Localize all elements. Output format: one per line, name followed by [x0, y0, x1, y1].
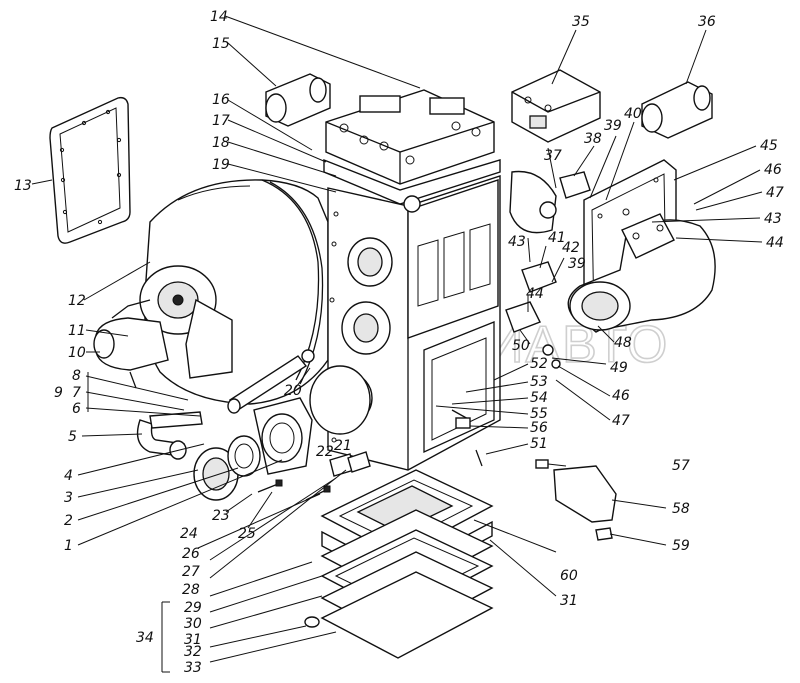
- callout-59: 59: [672, 538, 690, 554]
- callout-38: 38: [584, 131, 602, 147]
- callout-19: 19: [212, 157, 230, 173]
- callout-9: 9: [54, 385, 63, 401]
- part-42-43-couplings: [505, 261, 557, 333]
- callout-31-left: 31: [184, 632, 202, 648]
- callout-54: 54: [530, 390, 548, 406]
- callout-13: 13: [14, 178, 32, 194]
- callout-14: 14: [210, 9, 228, 25]
- part-20-pipe: [227, 349, 315, 414]
- part-44-48-bell-housing: [567, 208, 716, 331]
- part-36-valve-block: [641, 81, 713, 139]
- callout-26: 26: [182, 546, 200, 562]
- leader-lines: [31, 15, 763, 673]
- parts-29-33-filter-stack: [304, 469, 494, 659]
- callout-49: 49: [610, 360, 628, 376]
- callout-18: 18: [212, 135, 230, 151]
- callout-10: 10: [68, 345, 86, 361]
- callout-46-lower: 46: [612, 388, 630, 404]
- callout-22: 22: [316, 444, 334, 460]
- callout-27: 27: [182, 564, 200, 580]
- callout-12: 12: [68, 293, 86, 309]
- callout-39-top: 39: [604, 118, 622, 134]
- callout-56: 56: [530, 420, 548, 436]
- callout-37: 37: [544, 148, 562, 164]
- callout-44: 44: [766, 235, 784, 251]
- callout-21: 21: [334, 438, 352, 454]
- callout-43: 43: [764, 211, 782, 227]
- callout-3: 3: [64, 490, 73, 506]
- callout-52: 52: [530, 356, 548, 372]
- callout-51: 51: [530, 436, 548, 452]
- callout-36: 36: [698, 14, 716, 30]
- callout-24: 24: [180, 526, 198, 542]
- callout-16: 16: [212, 92, 230, 108]
- callout-46: 46: [764, 162, 782, 178]
- gearbox-main-body: [327, 102, 501, 471]
- callout-5: 5: [68, 429, 77, 445]
- callout-35: 35: [572, 14, 590, 30]
- callout-44-left: 44: [526, 286, 544, 302]
- callout-30: 30: [184, 616, 202, 632]
- callout-58: 58: [672, 501, 690, 517]
- part-1-4-seals: [193, 397, 313, 501]
- callout-6: 6: [72, 401, 81, 417]
- callout-17: 17: [212, 113, 230, 129]
- callout-60: 60: [560, 568, 578, 584]
- callout-50: 50: [512, 338, 530, 354]
- part-5-pipe-elbow: [136, 411, 203, 460]
- callout-7: 7: [72, 385, 81, 401]
- callout-40: 40: [624, 106, 642, 122]
- callout-2: 2: [64, 513, 73, 529]
- callout-29: 29: [184, 600, 202, 616]
- callout-57: 57: [672, 458, 690, 474]
- parts-49-56-fasteners: [451, 344, 561, 467]
- callout-8: 8: [72, 368, 81, 384]
- callout-42: 42: [562, 240, 580, 256]
- part-35-valve-block: [511, 69, 601, 143]
- part-13-gasket-frame: [49, 96, 131, 244]
- parts-57-59: [535, 459, 617, 541]
- callout-47-lower: 47: [612, 413, 630, 429]
- parts-23-28-bolts: [257, 451, 371, 501]
- callout-45: 45: [760, 138, 778, 154]
- callout-41: 41: [548, 230, 566, 246]
- callout-48: 48: [614, 335, 632, 351]
- callout-34: 34: [136, 630, 154, 646]
- callout-43-left: 43: [508, 234, 526, 250]
- callout-labels: 13 14 15 16 17 18 19 12 11 10 8 7 6 9 5 …: [14, 9, 784, 676]
- part-10-11-pump-assembly: [93, 265, 233, 389]
- callout-33: 33: [184, 660, 202, 676]
- callout-4: 4: [64, 468, 73, 484]
- callout-32: 32: [184, 644, 202, 660]
- callout-47: 47: [766, 185, 784, 201]
- callout-55: 55: [530, 406, 548, 422]
- callout-15: 15: [212, 36, 230, 52]
- callout-11: 11: [68, 323, 86, 339]
- callout-1: 1: [64, 538, 73, 554]
- part-37-38-fittings: [509, 170, 591, 234]
- callout-23: 23: [212, 508, 230, 524]
- callout-31: 31: [560, 593, 578, 609]
- callout-28: 28: [182, 582, 200, 598]
- callout-25: 25: [238, 526, 256, 542]
- part-15-valve-block: [265, 73, 331, 127]
- callout-39: 39: [568, 256, 586, 272]
- part-20-flange: [309, 365, 371, 435]
- callout-53: 53: [530, 374, 548, 390]
- part-14-top-cover: [323, 89, 501, 213]
- callout-20: 20: [284, 383, 302, 399]
